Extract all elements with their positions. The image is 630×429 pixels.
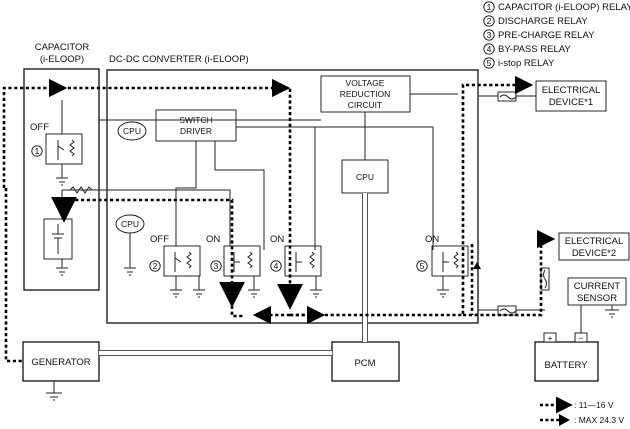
cpu-label: CPU <box>123 126 141 136</box>
legend-item-4: 4 BY-PASS RELAY <box>483 43 571 55</box>
electrical-device-2 <box>558 232 630 261</box>
battery-plus: + <box>548 333 553 343</box>
relay2-number: 2 <box>153 261 158 271</box>
vrc-label: VOLTAGE <box>346 78 385 88</box>
flow-legend-label: : MAX 24.3 V <box>574 415 624 425</box>
vrc-label: REDUCTION <box>340 89 391 99</box>
relay5-number: 5 <box>420 261 425 271</box>
generator <box>22 341 100 382</box>
legend-item-3: 3 PRE-CHARGE RELAY <box>483 29 595 41</box>
legend-item-2: 2 DISCHARGE RELAY <box>483 15 588 27</box>
relay3-box <box>223 245 261 277</box>
flow-legend-big-arrow <box>559 414 570 426</box>
electrical-device-1-label: ELECTRICAL <box>542 85 601 96</box>
flow-path-generator-left <box>4 188 23 363</box>
current-sensor-label: SENSOR <box>577 293 617 304</box>
current-sensor-label: CURRENT <box>574 281 621 292</box>
cpu-switch <box>117 121 147 141</box>
flow-path-to-device-2 <box>463 229 556 317</box>
relay4-number: 4 <box>274 261 279 271</box>
legend-item-5: 5 i-stop RELAY <box>483 57 555 69</box>
legend-label: DISCHARGE RELAY <box>498 16 588 27</box>
legend-num: 4 <box>487 44 492 54</box>
cpu-converter <box>341 159 389 194</box>
flow-legend-label: : 11—16 V <box>574 400 614 410</box>
flow-path-bypass-down <box>277 86 303 310</box>
relay5-state: ON <box>425 234 439 245</box>
vrc-label: CIRCUIT <box>348 100 382 110</box>
cpu-label: CPU <box>121 219 139 229</box>
dcdc-converter-block <box>106 69 479 324</box>
legend-num: 2 <box>487 16 492 26</box>
legend-num: 5 <box>487 58 492 68</box>
pcm-label: PCM <box>354 358 375 369</box>
legend-label: CAPACITOR (i-ELOOP) RELAY <box>498 2 630 13</box>
relay1-state: OFF <box>30 122 49 133</box>
relay1-box <box>45 133 83 165</box>
electrical-device-2-label: DEVICE*2 <box>572 248 616 259</box>
legend-label: i-stop RELAY <box>498 58 555 69</box>
electrical-device-2-label: ELECTRICAL <box>565 236 624 247</box>
relay2-box <box>163 245 201 277</box>
flow-path-generator-to-capacitor <box>2 78 68 188</box>
legend-num: 1 <box>487 2 492 12</box>
resistor-icon <box>69 186 93 194</box>
electrical-device-1-label: DEVICE*1 <box>549 97 593 108</box>
legend-num: 3 <box>487 30 492 40</box>
flow-legend: : 11—16 V : MAX 24.3 V <box>540 396 624 426</box>
capacitor-subtitle: (i-ELOOP) <box>40 54 84 65</box>
capacitor-title: CAPACITOR <box>35 42 90 53</box>
relay2-state: OFF <box>150 234 169 245</box>
legend-label: PRE-CHARGE RELAY <box>498 30 595 41</box>
relay4-state: ON <box>270 234 284 245</box>
cpu-label: CPU <box>356 172 374 182</box>
relay1-number: 1 <box>35 146 40 156</box>
battery-minus: − <box>579 333 584 343</box>
battery-label: BATTERY <box>545 360 589 371</box>
flow-path-precharge-return <box>230 300 245 318</box>
legend-label: BY-PASS RELAY <box>498 44 571 55</box>
capacitor-block <box>23 68 100 291</box>
relay3-state: ON <box>206 234 220 245</box>
current-sensor <box>567 277 627 306</box>
battery <box>534 341 599 382</box>
relay3-number: 3 <box>214 261 219 271</box>
electrical-device-1 <box>535 80 607 112</box>
relay-legend: 1 CAPACITOR (i-ELOOP) RELAY 2 DISCHARGE … <box>483 1 630 69</box>
flow-path-precharge <box>62 198 245 308</box>
converter-title: DC-DC CONVERTER (i-ELOOP) <box>109 54 249 65</box>
generator-label: GENERATOR <box>31 357 90 368</box>
flow-path-to-device-1 <box>290 75 534 317</box>
diode-icon <box>473 262 481 269</box>
legend-item-1: 1 CAPACITOR (i-ELOOP) RELAY <box>483 1 630 13</box>
switch-driver-label: DRIVER <box>180 126 212 136</box>
